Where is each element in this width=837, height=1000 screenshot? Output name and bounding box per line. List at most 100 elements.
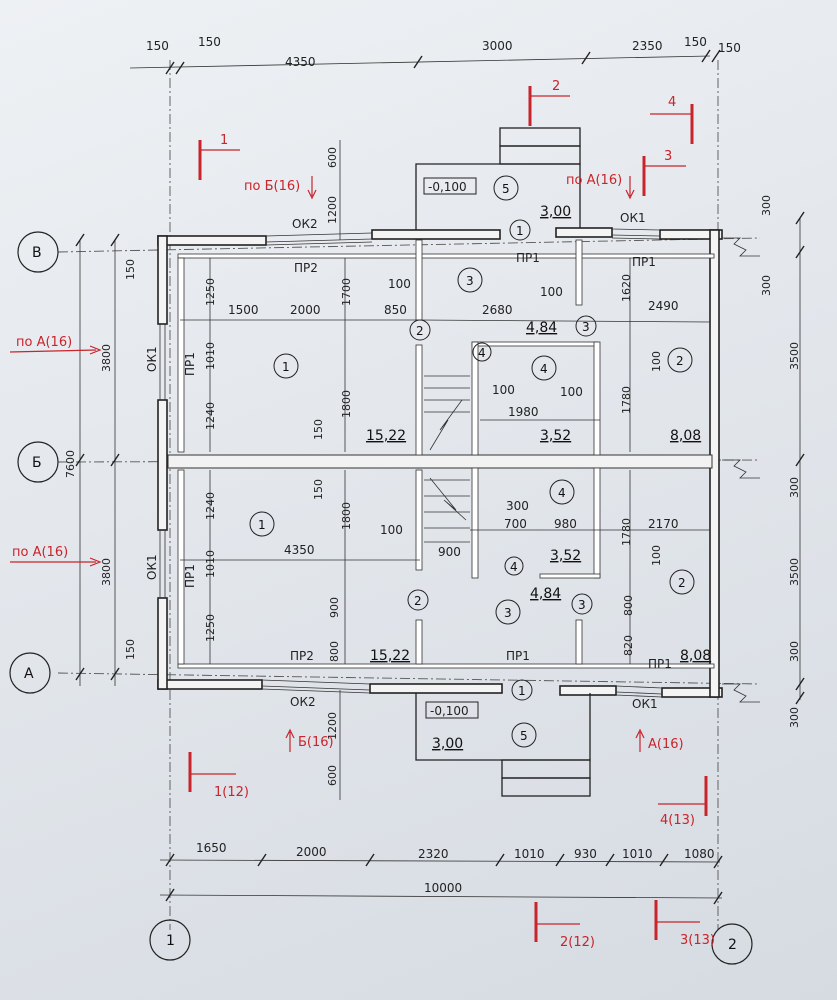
dim-600b: 600 (326, 765, 339, 786)
marker-3-bot: 3 (504, 606, 512, 620)
dim-150a: 150 (312, 419, 325, 440)
area-wc-top: 3,52 (540, 428, 571, 444)
dim-left-3800b: 3800 (100, 558, 113, 586)
note-poA-top: по А(16) (566, 173, 622, 188)
dim-100e: 100 (650, 351, 663, 372)
dim-1620: 1620 (620, 274, 633, 302)
label-ok1-left-a: ОК1 (145, 346, 159, 372)
dim-600a: 600 (326, 147, 339, 168)
dim-top-150b: 150 (198, 35, 221, 49)
dim-1800b: 1800 (340, 502, 353, 530)
marker-2-top: 2 (416, 324, 424, 338)
dim-100c: 100 (492, 383, 515, 397)
element-labels: ОК2 ОК1 ПР2 ПР1 ПР1 ОК1 ПР1 ОК1 ПР1 ПР2 … (145, 177, 672, 719)
dim-2490: 2490 (648, 299, 679, 313)
dim-1780b: 1780 (620, 518, 633, 546)
dim-top-3000: 3000 (482, 39, 513, 53)
dim-100f: 100 (650, 545, 663, 566)
dim-1240a: 1240 (204, 402, 217, 430)
dim-left-150a: 150 (124, 259, 137, 280)
label-pr1-bot-b: ПР1 (648, 657, 672, 671)
dim-850: 850 (384, 303, 407, 317)
dim-top-2350: 2350 (632, 39, 663, 53)
dim-2000: 2000 (290, 303, 321, 317)
marker-4a-top: 4 (478, 346, 486, 360)
dim-800a: 800 (328, 641, 341, 662)
note-sec2-bot: 2(12) (560, 935, 595, 950)
marker-5-bot: 5 (520, 729, 528, 743)
note-poA-left-a: по А(16) (16, 335, 72, 350)
dim-100b: 100 (540, 285, 563, 299)
dim-bot-2320: 2320 (418, 847, 449, 861)
label-ok1-bot: ОК1 (632, 697, 658, 711)
dim-right-300b: 300 (760, 275, 773, 296)
dim-left-7600: 7600 (64, 450, 77, 478)
area-room2-top: 8,08 (670, 428, 701, 444)
dim-100d: 100 (560, 385, 583, 399)
marker-3b-top: 3 (582, 320, 590, 334)
dim-1250b: 1250 (204, 614, 217, 642)
dim-980: 980 (554, 517, 577, 531)
dim-top-150c: 150 (684, 35, 707, 49)
dim-100a: 100 (388, 277, 411, 291)
dim-right-3500b: 3500 (788, 558, 801, 586)
dim-150b: 150 (312, 479, 325, 500)
dim-right-300d: 300 (788, 641, 801, 662)
dim-1780a: 1780 (620, 386, 633, 414)
dimension-text: 150 150 4350 3000 2350 150 150 1650 2000… (64, 35, 801, 895)
room-markers (249, 175, 695, 748)
note-sec1-bot: 1(12) (214, 785, 249, 800)
note-sec3-bot: 3(13) (680, 933, 715, 948)
marker-5-top: 5 (502, 182, 510, 196)
dimension-lines (79, 55, 801, 899)
dim-820: 820 (622, 635, 635, 656)
dim-900a: 900 (438, 545, 461, 559)
label-pr1-left-a: ПР1 (183, 352, 197, 376)
area-hall-bot: 4,84 (530, 586, 561, 602)
marker-room2-bot: 2 (678, 576, 686, 590)
dim-800b: 800 (622, 595, 635, 616)
marker-room1-top: 1 (282, 360, 290, 374)
marker-3-top: 3 (466, 274, 474, 288)
dim-1200b: 1200 (326, 712, 339, 740)
dim-1800a: 1800 (340, 390, 353, 418)
dim-1980: 1980 (508, 405, 539, 419)
label-ok2-bot: ОК2 (290, 695, 316, 709)
dim-4350: 4350 (284, 543, 315, 557)
interior-walls (167, 239, 715, 669)
level-bot: -0,100 (430, 704, 469, 718)
label-ok1-left-b: ОК1 (145, 554, 159, 580)
dim-top-4350: 4350 (285, 55, 316, 69)
dim-left-150b: 150 (124, 639, 137, 660)
axis-B: Б (32, 455, 42, 471)
label-pr1-top-a: ПР1 (516, 251, 540, 265)
dim-2170: 2170 (648, 517, 679, 531)
dim-700: 700 (504, 517, 527, 531)
note-B16-bot: Б(16) (298, 735, 334, 750)
dim-left-3800a: 3800 (100, 344, 113, 372)
area-room2-bot: 8,08 (680, 648, 711, 664)
dim-bot-1010b: 1010 (622, 847, 653, 861)
label-pr2-top: ПР2 (294, 261, 318, 275)
note-sec4-bot: 4(13) (660, 813, 695, 828)
note-sec2-top: 2 (552, 79, 560, 94)
dim-right-300e: 300 (788, 707, 801, 728)
axis-bubbles: В Б А 1 2 (9, 231, 753, 965)
marker-1-top: 1 (516, 224, 524, 238)
area-hall-top: 4,84 (526, 320, 557, 336)
note-sec3-top: 3 (664, 149, 672, 164)
area-porch-bot: 3,00 (432, 736, 463, 752)
dim-bot-2000: 2000 (296, 845, 327, 859)
area-wc-bot: 3,52 (550, 548, 581, 564)
dim-bot-1010a: 1010 (514, 847, 545, 861)
dimension-ticks (75, 49, 805, 905)
label-ok1-top: ОК1 (620, 211, 646, 225)
dim-2680: 2680 (482, 303, 513, 317)
dim-1700: 1700 (340, 278, 353, 306)
outer-walls (157, 227, 760, 703)
dim-1200a: 1200 (326, 196, 339, 224)
dim-right-3500a: 3500 (788, 342, 801, 370)
label-pr1-left-b: ПР1 (183, 564, 197, 588)
note-sec4-top: 4 (668, 95, 676, 110)
